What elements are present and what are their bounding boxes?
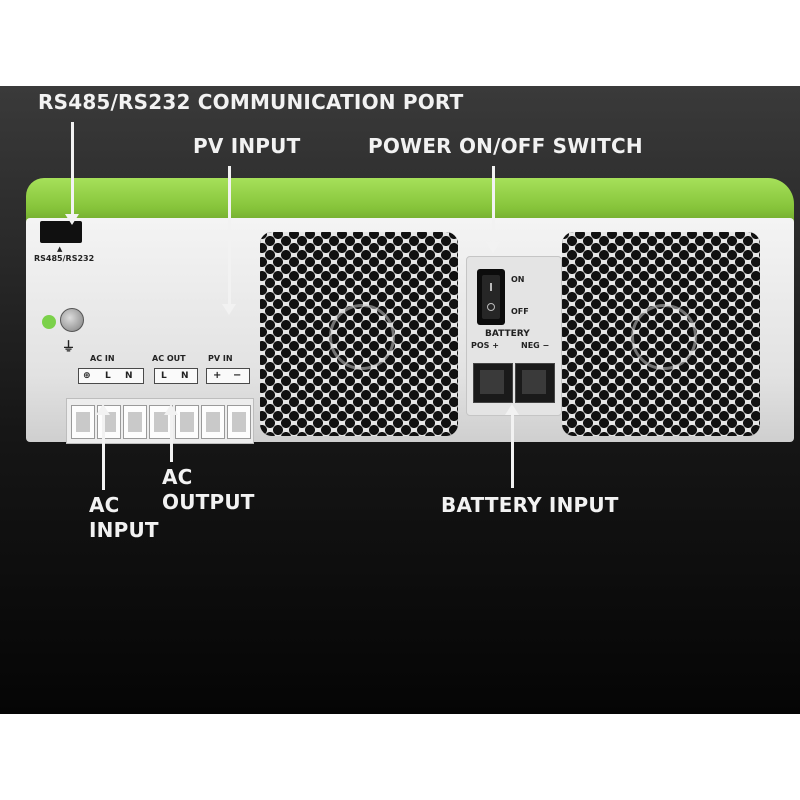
rocker-face: [482, 275, 500, 319]
on-label: ON: [511, 275, 525, 284]
ground-screw: [60, 308, 84, 332]
terminal-cell: [175, 405, 199, 439]
power-switch-arrow-line: [492, 166, 495, 244]
ac-out-l-label: L: [161, 371, 167, 381]
ac-output-arrow-line: [170, 414, 173, 462]
pv-minus-label: −: [233, 370, 242, 381]
battery-input-arrow-head: [505, 404, 519, 415]
rocker-on-mark: [490, 283, 492, 291]
ac-in-n-label: N: [125, 371, 133, 381]
terminal-cell: [71, 405, 95, 439]
pv-input-arrow-line: [228, 166, 231, 306]
terminal-cell: [227, 405, 251, 439]
ac-output-callout: AC OUTPUT: [162, 465, 255, 515]
battery-input-arrow-line: [511, 414, 514, 488]
comm-port-callout: RS485/RS232 COMMUNICATION PORT: [38, 90, 464, 114]
ac-out-label: AC OUT: [152, 354, 186, 363]
rocker-off-mark: [487, 303, 495, 311]
pv-input-callout: PV INPUT: [193, 134, 301, 158]
power-switch-callout: POWER ON/OFF SWITCH: [368, 134, 643, 158]
power-rocker-switch[interactable]: [477, 269, 505, 325]
terminal-block: [66, 398, 254, 444]
ac-input-callout: AC INPUT: [89, 493, 159, 543]
ac-in-label: AC IN: [90, 354, 115, 363]
ac-input-arrow-line: [102, 414, 105, 490]
port-label: RS485/RS232: [34, 254, 95, 263]
terminal-cell: [123, 405, 147, 439]
inverter-device: ▲ RS485/RS232 ⏚ AC IN AC OUT PV IN ⊕ L N…: [26, 178, 794, 448]
ac-input-arrow-head: [96, 404, 110, 415]
battery-label: BATTERY: [485, 329, 530, 339]
ac-input-line2: INPUT: [89, 518, 159, 542]
ac-out-n-label: N: [181, 371, 189, 381]
battery-switch-module: ON OFF BATTERY POS + NEG −: [466, 256, 562, 416]
terminal-cell: [201, 405, 225, 439]
rs485-port: [40, 221, 82, 243]
ac-in-symbols: ⊕ L N: [78, 368, 144, 384]
comm-port-arrow-line: [71, 122, 74, 216]
battery-neg-terminal: [515, 363, 555, 403]
earth-terminal-icon: ⊕: [83, 371, 91, 381]
right-fan-hub: [631, 304, 697, 370]
pos-label: POS +: [471, 341, 499, 350]
green-sticker: [42, 315, 56, 329]
product-photo: RS485/RS232 COMMUNICATION PORT PV INPUT …: [0, 86, 800, 714]
pv-in-label: PV IN: [208, 354, 233, 363]
ac-output-line2: OUTPUT: [162, 490, 255, 514]
ac-output-line1: AC: [162, 465, 193, 489]
port-arrow-icon: ▲: [57, 245, 63, 253]
rear-panel: ▲ RS485/RS232 ⏚ AC IN AC OUT PV IN ⊕ L N…: [26, 218, 794, 444]
comm-port-arrow-head: [65, 214, 79, 225]
pv-input-arrow-head: [222, 304, 236, 315]
battery-input-callout: BATTERY INPUT: [441, 493, 619, 517]
ac-output-arrow-head: [164, 404, 178, 415]
left-fan-grille: [260, 232, 458, 436]
left-fan-hub: [329, 304, 395, 370]
right-fan-grille: [562, 232, 760, 436]
ground-icon: ⏚: [62, 340, 76, 355]
power-switch-arrow-head: [486, 242, 500, 253]
battery-pos-terminal: [473, 363, 513, 403]
ac-out-symbols: L N: [154, 368, 198, 384]
off-label: OFF: [511, 307, 529, 316]
pv-in-symbols: + −: [206, 368, 250, 384]
neg-label: NEG −: [521, 341, 550, 350]
pv-plus-label: +: [213, 370, 222, 381]
ac-in-l-label: L: [105, 371, 111, 381]
ac-input-line1: AC: [89, 493, 120, 517]
